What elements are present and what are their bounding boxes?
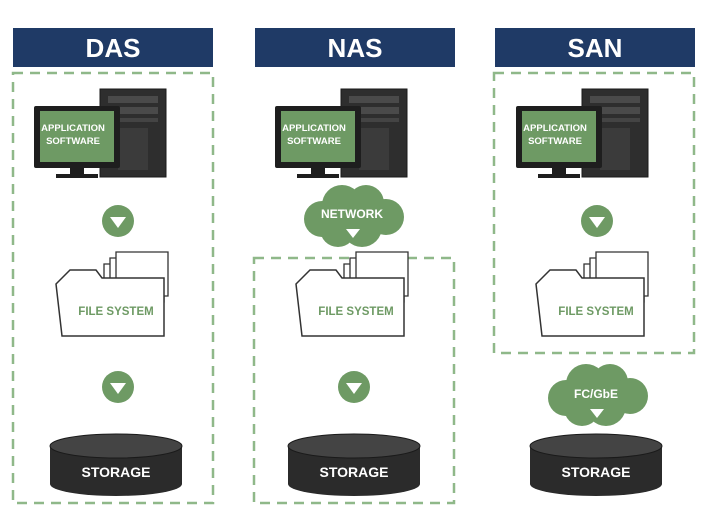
nas-header <box>255 28 455 67</box>
san-storage-label: STORAGE <box>562 464 631 480</box>
das-down-arrow-icon-1 <box>102 205 134 237</box>
nas-title: NAS <box>328 33 383 63</box>
san-title: SAN <box>568 33 623 63</box>
nas-folder-icon <box>295 251 409 337</box>
san-column: SAN APPLICATION SOFTWARE FILE SYSTEM FC/… <box>492 28 696 497</box>
das-down-arrow-icon-2 <box>102 371 134 403</box>
san-folder-icon <box>535 251 649 337</box>
san-fc-gbe-arrow-icon <box>590 409 604 418</box>
das-screen-text-line1: APPLICATION <box>41 123 105 134</box>
nas-file-system-label: FILE SYSTEM <box>318 306 393 318</box>
nas-network-label: NETWORK <box>321 207 383 221</box>
nas-column: NAS APPLICATION SOFTWARE NETWORK FILE SY… <box>252 28 456 505</box>
san-screen-text-line2: SOFTWARE <box>528 136 582 147</box>
san-down-arrow-icon <box>581 205 613 237</box>
nas-screen-text-line2: SOFTWARE <box>287 136 341 147</box>
nas-screen-text-line1: APPLICATION <box>282 123 346 134</box>
nas-down-arrow-icon <box>338 371 370 403</box>
san-fc-gbe-label: FC/GbE <box>574 387 618 401</box>
das-column: DAS APPLICATION SOFTWARE FILE SYSTEM STO… <box>11 28 215 505</box>
san-screen-text-line1: APPLICATION <box>523 123 587 134</box>
nas-storage-label: STORAGE <box>320 464 389 480</box>
das-file-system-label: FILE SYSTEM <box>78 306 153 318</box>
das-storage-label: STORAGE <box>82 464 151 480</box>
san-dashed-frame <box>492 71 696 355</box>
das-folder-icon <box>55 251 169 337</box>
san-header <box>495 28 695 67</box>
das-header <box>13 28 213 67</box>
san-file-system-label: FILE SYSTEM <box>558 306 633 318</box>
nas-network-arrow-icon <box>346 229 360 238</box>
das-dashed-frame <box>11 71 215 505</box>
das-title: DAS <box>86 33 141 63</box>
nas-dashed-frame <box>252 256 456 505</box>
das-screen-text-line2: SOFTWARE <box>46 136 100 147</box>
